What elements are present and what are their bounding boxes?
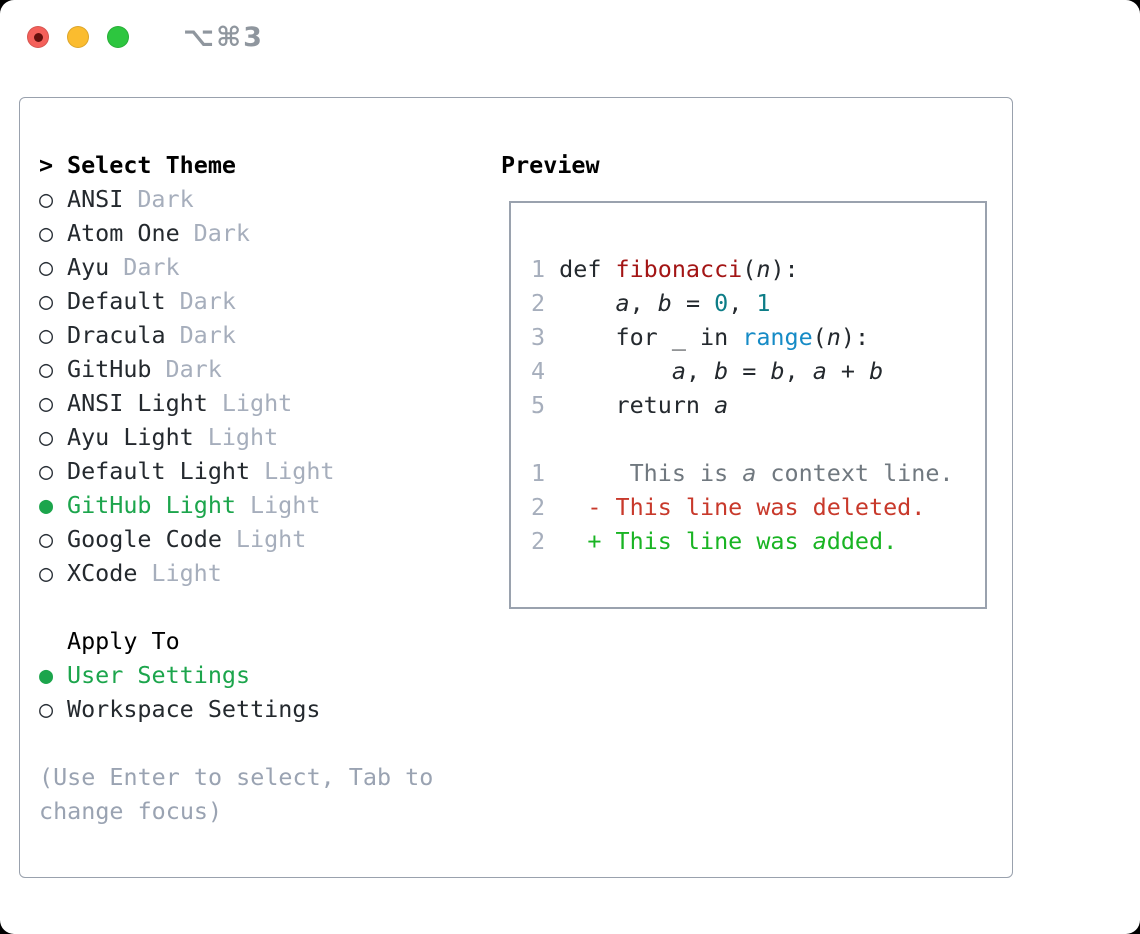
radio-unselected-icon: ○	[39, 355, 54, 383]
theme-variant-label: Dark	[179, 321, 236, 349]
line-number: 5	[531, 391, 546, 419]
theme-option[interactable]: ○ Dracula Dark	[39, 318, 433, 352]
line-number: 3	[531, 323, 546, 351]
option-label: ANSI	[67, 185, 124, 213]
radio-unselected-icon: ○	[39, 287, 54, 315]
apply-to-options: ● User Settings ○ Workspace Settings	[39, 658, 433, 726]
window-title: ⌥⌘3	[183, 21, 264, 53]
line-number: 1	[531, 459, 546, 487]
radio-unselected-icon: ○	[39, 321, 54, 349]
theme-option[interactable]: ○ XCode Light	[39, 556, 433, 590]
theme-option[interactable]: ○ GitHub Dark	[39, 352, 433, 386]
zoom-button[interactable]	[107, 26, 129, 48]
option-label: GitHub Light	[67, 491, 236, 519]
theme-option[interactable]: ○ ANSI Dark	[39, 182, 433, 216]
option-label: Default	[67, 287, 166, 315]
option-label: GitHub	[67, 355, 152, 383]
option-label: ANSI Light	[67, 389, 208, 417]
radio-unselected-icon: ○	[39, 559, 54, 587]
theme-option[interactable]: ○ Ayu Light Light	[39, 420, 433, 454]
line-number: 2	[531, 289, 546, 317]
theme-variant-label: Dark	[137, 185, 194, 213]
preview-line: 4 a, b = b, a + b	[531, 357, 884, 385]
apply-to-option[interactable]: ● User Settings	[39, 658, 433, 692]
titlebar: ⌥⌘3	[0, 0, 1140, 74]
option-label: Default Light	[67, 457, 251, 485]
theme-variant-label: Light	[207, 423, 279, 451]
theme-option[interactable]: ○ ANSI Light Light	[39, 386, 433, 420]
line-number: 2	[531, 527, 546, 555]
line-number: 4	[531, 357, 546, 385]
apply-to-option[interactable]: ○ Workspace Settings	[39, 692, 433, 726]
radio-selected-icon: ●	[39, 661, 54, 689]
option-label: XCode	[67, 559, 138, 587]
help-line-2: change focus)	[39, 797, 223, 825]
radio-unselected-icon: ○	[39, 185, 54, 213]
prompt-caret-icon: >	[39, 151, 54, 179]
theme-option[interactable]: ● GitHub Light Light	[39, 488, 433, 522]
select-theme-label: Select Theme	[67, 151, 236, 179]
preview-title: Preview	[501, 151, 600, 179]
radio-unselected-icon: ○	[39, 695, 54, 723]
close-button[interactable]	[27, 26, 49, 48]
theme-variant-label: Light	[235, 525, 307, 553]
preview-line: 3 for _ in range(n):	[531, 323, 870, 351]
preview-line: 2 a, b = 0, 1	[531, 289, 771, 317]
option-label: Ayu	[67, 253, 110, 281]
radio-unselected-icon: ○	[39, 253, 54, 281]
spacer	[39, 726, 433, 760]
preview-pane: Preview 1 def fibonacci(n): 2 a, b = 0, 1…	[501, 148, 987, 609]
theme-option[interactable]: ○ Default Light Light	[39, 454, 433, 488]
option-label: Ayu Light	[67, 423, 194, 451]
theme-variant-label: Dark	[179, 287, 236, 315]
theme-variant-label: Light	[264, 457, 335, 485]
radio-selected-icon: ●	[39, 491, 54, 519]
preview-line: 1 This is a context line.	[531, 459, 954, 487]
theme-variant-label: Light	[250, 491, 321, 519]
theme-variant-label: Dark	[165, 355, 222, 383]
preview-line: 2 + This line was added.	[531, 527, 898, 555]
preview-line: 5 return a	[531, 391, 729, 419]
option-label: Workspace Settings	[67, 695, 321, 723]
apply-to-header: Apply To	[39, 624, 433, 658]
minimize-button[interactable]	[67, 26, 89, 48]
line-number: 2	[531, 493, 546, 521]
spacer	[39, 590, 433, 624]
theme-variant-label: Dark	[193, 219, 251, 247]
option-label: Google Code	[67, 525, 222, 553]
theme-option[interactable]: ○ Default Dark	[39, 284, 433, 318]
theme-variant-label: Light	[151, 559, 222, 587]
option-label: Atom One	[67, 219, 180, 247]
line-number: 1	[531, 255, 546, 283]
help-line-1: (Use Enter to select, Tab to	[39, 763, 434, 791]
radio-unselected-icon: ○	[39, 457, 54, 485]
preview-box: 1 def fibonacci(n): 2 a, b = 0, 1 3 for _ …	[509, 201, 987, 609]
theme-option[interactable]: ○ Google Code Light	[39, 522, 433, 556]
theme-option[interactable]: ○ Ayu Dark	[39, 250, 433, 284]
radio-unselected-icon: ○	[39, 389, 54, 417]
preview-line: 1 def fibonacci(n):	[531, 255, 799, 283]
theme-option[interactable]: ○ Atom One Dark	[39, 216, 433, 250]
preview-line	[531, 422, 985, 456]
radio-unselected-icon: ○	[39, 219, 54, 247]
preview-line: 2 - This line was deleted.	[531, 493, 926, 521]
help-text: (Use Enter to select, Tab to change focu…	[39, 760, 433, 828]
apply-to-label: Apply To	[67, 627, 180, 655]
radio-unselected-icon: ○	[39, 525, 54, 553]
option-label: User Settings	[67, 661, 251, 689]
select-theme-header: > Select Theme	[39, 148, 433, 182]
theme-variant-label: Light	[221, 389, 293, 417]
theme-variant-label: Dark	[123, 253, 180, 281]
radio-unselected-icon: ○	[39, 423, 54, 451]
option-label: Dracula	[67, 321, 166, 349]
